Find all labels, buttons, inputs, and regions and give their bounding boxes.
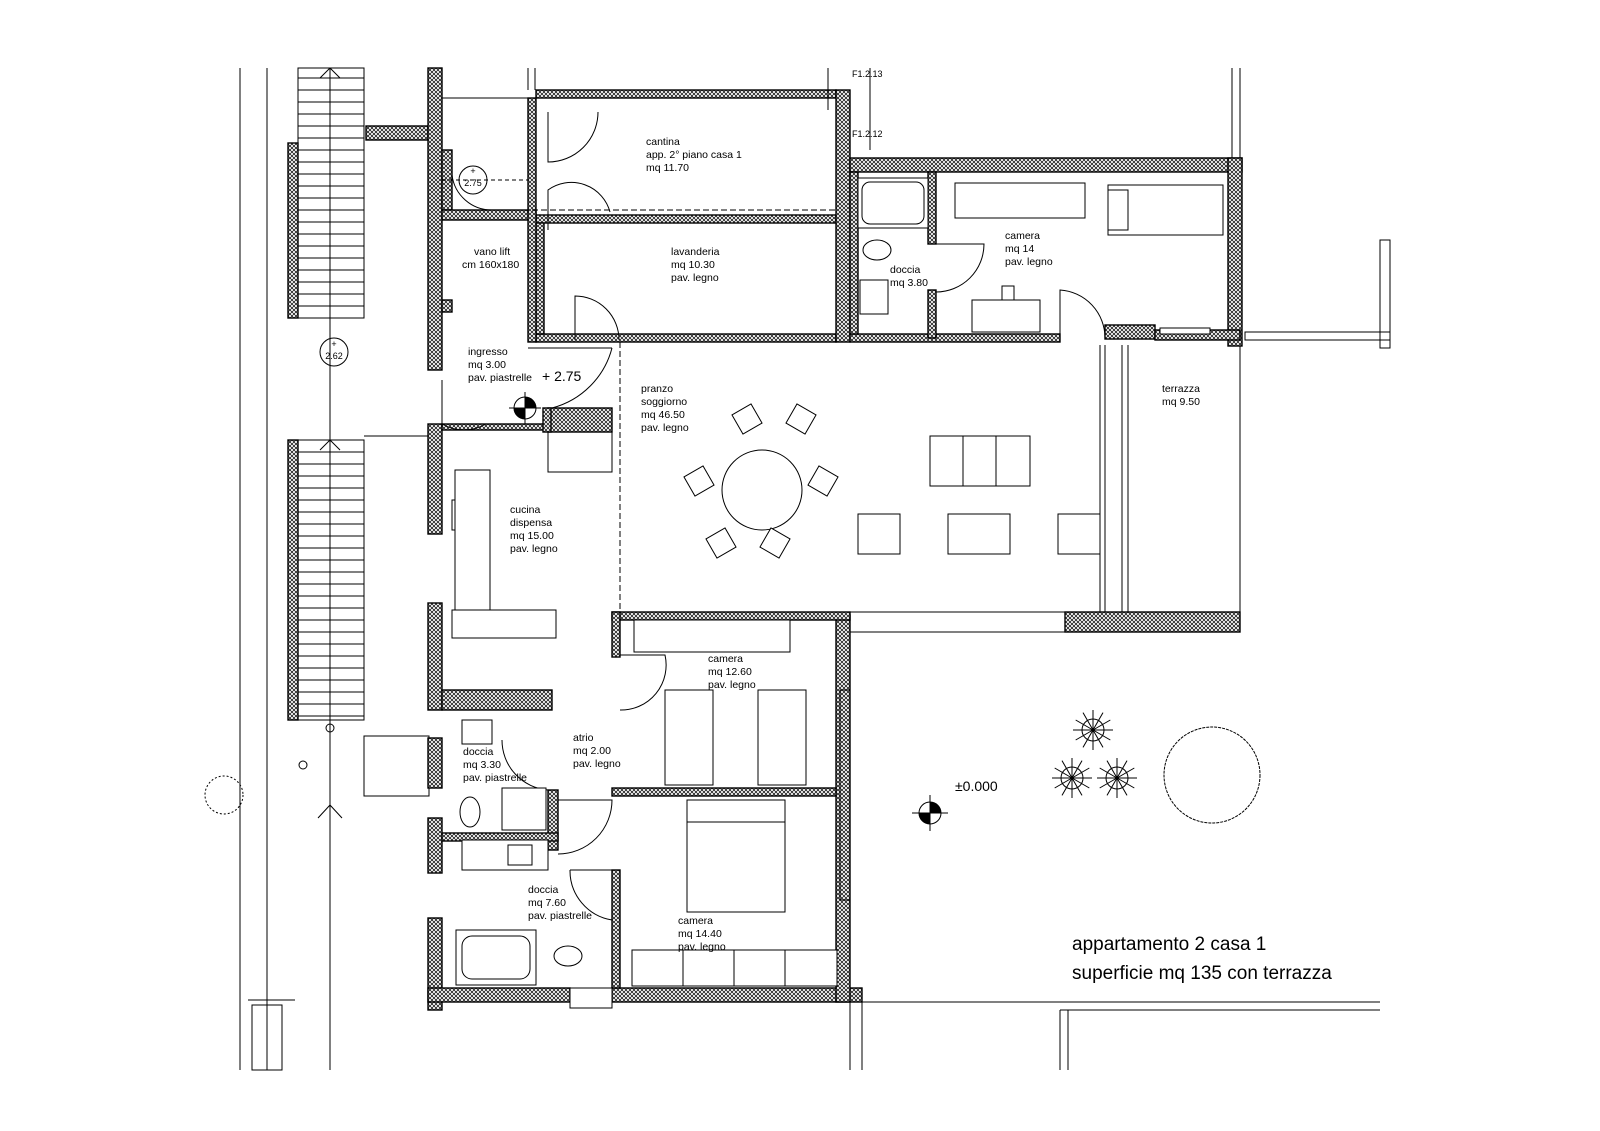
room-label-camera-3: camera mq 14.40 pav. legno bbox=[678, 915, 726, 953]
room-label-doccia-1: doccia mq 3.80 bbox=[890, 264, 928, 289]
svg-text:+: + bbox=[470, 166, 475, 176]
room-label-pranzo: pranzo soggiorno mq 46.50 pav. legno bbox=[641, 383, 690, 434]
doors bbox=[441, 111, 1106, 921]
plan-title-line-1: appartamento 2 casa 1 bbox=[1072, 934, 1266, 955]
room-label-cantina: cantina app. 2° piano casa 1 mq 11.70 bbox=[646, 136, 745, 174]
furniture: + 2.75 bbox=[451, 165, 1224, 1009]
room-label-vano-lift: vano lift cm 160x180 bbox=[462, 246, 519, 271]
room-label-atrio: atrio mq 2.00 pav. legno bbox=[573, 732, 621, 770]
entrance-level-marker: + 2.75 bbox=[509, 368, 582, 424]
room-label-lavanderia: lavanderia mq 10.30 pav. legno bbox=[671, 246, 722, 284]
svg-text:2.75: 2.75 bbox=[464, 178, 482, 188]
stair-level-marker: + 2.62 bbox=[319, 337, 349, 367]
room-label-camera-1: camera mq 14 pav. legno bbox=[1005, 230, 1053, 268]
exterior-stairs: + 2.62 bbox=[204, 67, 430, 1071]
room-label-camera-2: camera mq 12.60 pav. legno bbox=[708, 653, 756, 691]
garden-level-label: ±0.000 bbox=[955, 778, 998, 794]
room-label-doccia-3: doccia mq 7.60 pav. piastrelle bbox=[528, 884, 592, 922]
tree-icon bbox=[1073, 710, 1113, 750]
svg-text:+: + bbox=[331, 339, 336, 349]
room-label-terrazza: terrazza mq 9.50 bbox=[1162, 383, 1203, 408]
room-label-cucina: cucina dispensa mq 15.00 pav. legno bbox=[510, 504, 558, 555]
room-labels: cantina app. 2° piano casa 1 mq 11.70 va… bbox=[462, 136, 1203, 953]
tree-icon bbox=[1097, 758, 1137, 798]
room-label-doccia-2: doccia mq 3.30 pav. piastrelle bbox=[463, 746, 527, 784]
window-tag-1: F1.2.13 bbox=[852, 69, 883, 79]
garden-trees bbox=[1052, 710, 1261, 824]
room-label-ingresso: ingresso mq 3.00 pav. piastrelle bbox=[468, 346, 532, 384]
lift-level-marker: + 2.75 bbox=[458, 165, 488, 195]
window-tag-2: F1.2.12 bbox=[852, 129, 883, 139]
svg-text:2.62: 2.62 bbox=[325, 351, 343, 361]
tree-icon bbox=[1052, 758, 1092, 798]
plan-title-line-2: superficie mq 135 con terrazza bbox=[1072, 963, 1332, 984]
entrance-level-label: + 2.75 bbox=[542, 368, 582, 384]
garden-level-marker: ±0.000 bbox=[912, 778, 998, 831]
